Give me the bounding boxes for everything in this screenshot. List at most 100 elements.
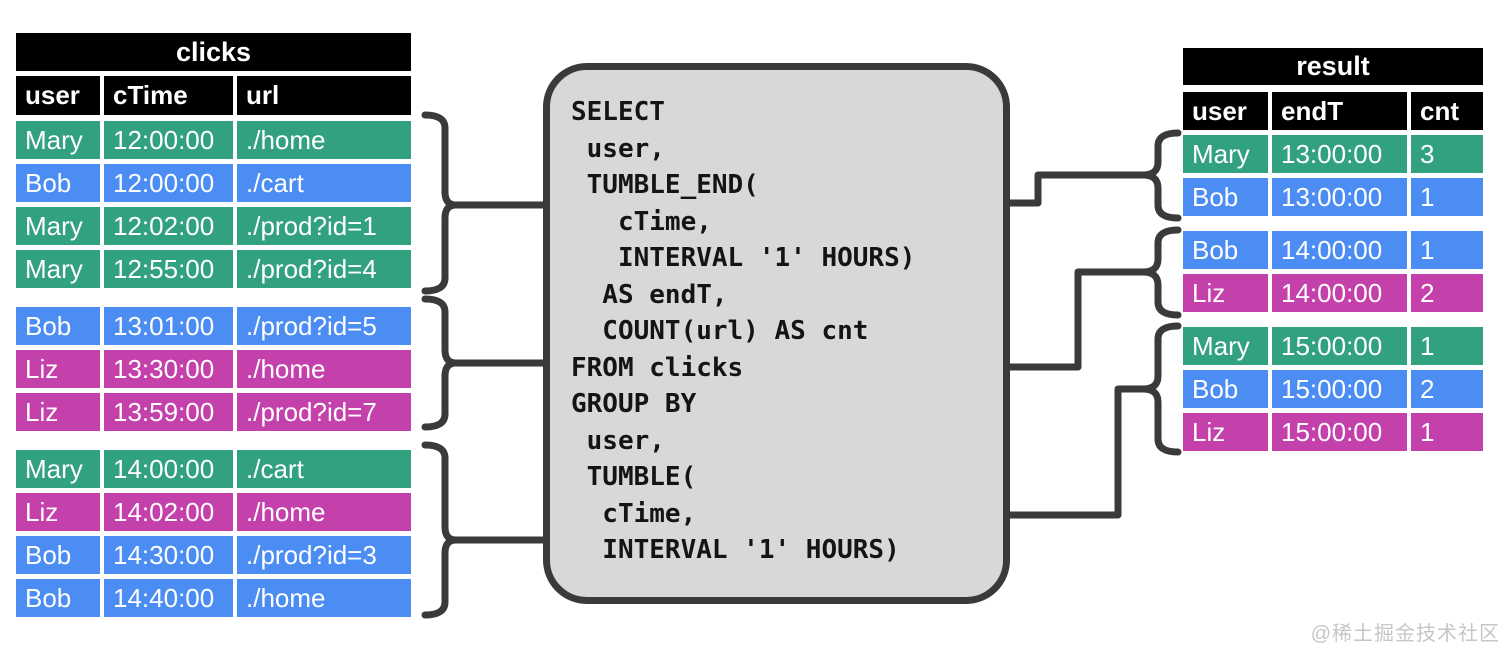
table-cell: 2 (1411, 274, 1483, 312)
sql-query-code: SELECT user, TUMBLE_END( cTime, INTERVAL… (571, 97, 916, 565)
sql-query-box: SELECT user, TUMBLE_END( cTime, INTERVAL… (543, 63, 1010, 604)
brace-result-group-1 (1139, 129, 1182, 222)
column-header-ctime: cTime (104, 76, 233, 115)
clicks-table-title: clicks (16, 33, 411, 71)
table-cell: Bob (16, 579, 100, 617)
table-cell: Mary (1183, 327, 1268, 365)
table-cell: 13:30:00 (104, 350, 233, 388)
result-table-header-row: user endT cnt (1183, 92, 1483, 130)
clicks-table-header-row: user cTime url (16, 76, 411, 115)
table-cell: ./prod?id=5 (237, 307, 411, 345)
table-cell: ./home (237, 121, 411, 159)
table-cell: ./prod?id=4 (237, 250, 411, 288)
table-cell: Bob (16, 307, 100, 345)
brace-result-group-3 (1139, 322, 1182, 456)
table-cell: 14:00:00 (1272, 274, 1407, 312)
table-cell: 13:01:00 (104, 307, 233, 345)
table-cell: ./home (237, 350, 411, 388)
result-table-title: result (1183, 48, 1483, 85)
table-cell: Bob (16, 536, 100, 574)
table-cell: 12:00:00 (104, 121, 233, 159)
table-cell: 14:40:00 (104, 579, 233, 617)
table-cell: ./cart (237, 450, 411, 488)
table-cell: 14:02:00 (104, 493, 233, 531)
table-cell: Bob (1183, 231, 1268, 269)
table-cell: 14:30:00 (104, 536, 233, 574)
table-cell: 14:00:00 (1272, 231, 1407, 269)
table-cell: 12:02:00 (104, 207, 233, 245)
table-cell: 12:00:00 (104, 164, 233, 202)
table-cell: ./home (237, 493, 411, 531)
brace-result-group-2 (1139, 226, 1182, 319)
table-cell: 15:00:00 (1272, 370, 1407, 408)
table-cell: Bob (1183, 178, 1268, 216)
brace-clicks-window-2 (421, 295, 460, 431)
table-cell: Mary (16, 450, 100, 488)
table-cell: 13:00:00 (1272, 135, 1407, 173)
table-cell: 12:55:00 (104, 250, 233, 288)
table-cell: Liz (1183, 274, 1268, 312)
table-cell: ./cart (237, 164, 411, 202)
column-header-cnt: cnt (1411, 92, 1483, 130)
table-cell: Liz (16, 393, 100, 431)
watermark: @稀土掘金技术社区 (1310, 623, 1500, 645)
column-header-endt: endT (1272, 92, 1407, 130)
brace-clicks-window-1 (421, 111, 460, 295)
table-cell: Mary (16, 121, 100, 159)
table-cell: 2 (1411, 370, 1483, 408)
table-cell: Liz (1183, 413, 1268, 451)
table-cell: 13:00:00 (1272, 178, 1407, 216)
table-cell: 15:00:00 (1272, 327, 1407, 365)
column-header-url: url (237, 76, 411, 115)
table-cell: 1 (1411, 413, 1483, 451)
table-cell: Mary (1183, 135, 1268, 173)
connector-line-result-3 (996, 385, 1147, 519)
table-cell: Liz (16, 493, 100, 531)
brace-clicks-window-3 (421, 441, 460, 619)
table-cell: ./prod?id=7 (237, 393, 411, 431)
table-cell: 3 (1411, 135, 1483, 173)
table-cell: 13:59:00 (104, 393, 233, 431)
table-cell: Mary (16, 207, 100, 245)
table-cell: Mary (16, 250, 100, 288)
table-cell: Bob (16, 164, 100, 202)
table-cell: 1 (1411, 327, 1483, 365)
connector-line-result-2 (996, 268, 1147, 371)
table-cell: 1 (1411, 178, 1483, 216)
table-cell: 15:00:00 (1272, 413, 1407, 451)
connector-line-result-1 (996, 171, 1147, 207)
column-header-user: user (1183, 92, 1268, 130)
table-cell: Bob (1183, 370, 1268, 408)
table-cell: 1 (1411, 231, 1483, 269)
table-cell: ./prod?id=3 (237, 536, 411, 574)
